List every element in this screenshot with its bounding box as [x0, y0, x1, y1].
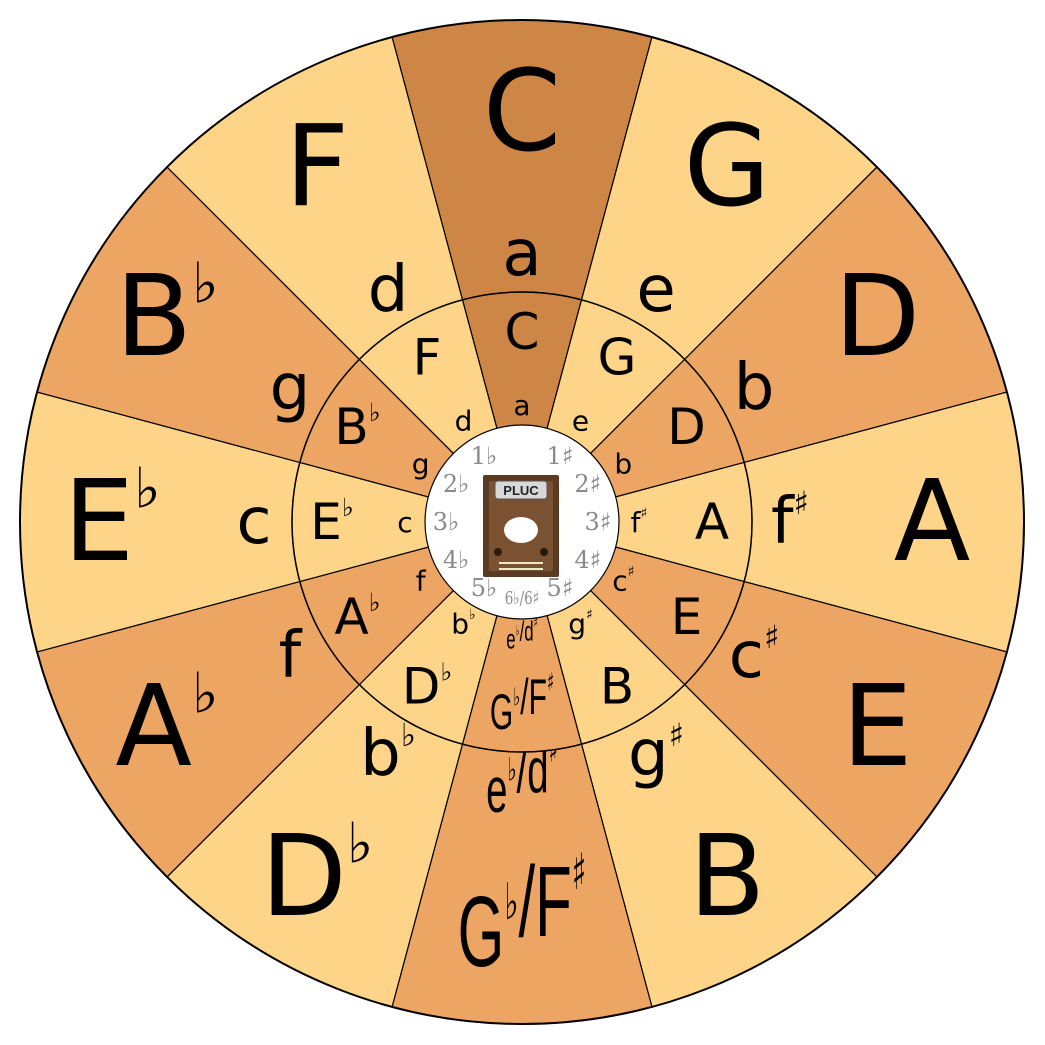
outer-major-a-flat: A♭ [115, 661, 218, 792]
middle-major-a: A [695, 493, 729, 551]
key-signature-3-sharp: 3♯ [585, 508, 612, 536]
inner-minor-d: d [455, 404, 473, 437]
middle-major-d-flat: D♭ [402, 657, 452, 716]
key-signature-labels: 1♯2♯ 3♯ 4♯5♯ 6♭/6♯ 5♭4♭ 3♭ 2♭1♭ [433, 442, 612, 609]
middle-border [291, 291, 753, 753]
outer-minor-a: a [502, 217, 541, 291]
inner-minor-f-sharp: f♯ [631, 506, 648, 539]
outer-minor-b: b [734, 351, 775, 425]
inner-minor-c: c [397, 506, 412, 539]
middle-ring [291, 291, 753, 753]
middle-major-d: D [667, 398, 706, 456]
middle-major-e-flat: E♭ [310, 493, 353, 552]
inner-minor-e-flat-d-sharp: e♭/d♯ [506, 614, 537, 655]
ukulele-headstock-icon: PLUC [483, 475, 559, 577]
key-signature-4-sharp: 4♯ [574, 546, 601, 574]
inner-minor-b-flat: b♭ [451, 607, 475, 640]
middle-major-e: E [671, 588, 703, 646]
outer-minor-c: c [236, 485, 271, 559]
key-signature-1-flat: 1♭ [471, 442, 498, 470]
key-signature-2-sharp: 2♯ [574, 470, 601, 498]
key-signature-5-sharp: 5♯ [547, 574, 574, 602]
middle-major-g: G [598, 328, 637, 386]
outer-minor-e: e [636, 253, 675, 327]
outer-major-b: B [689, 812, 766, 942]
inner-minor-c-sharp: c♯ [612, 564, 634, 597]
inner-minor-b: b [614, 447, 632, 480]
key-signature-3-flat: 3♭ [433, 508, 460, 536]
center-hub: 1♯2♯ 3♯ 4♯5♯ 6♭/6♯ 5♭4♭ 3♭ 2♭1♭ PLUC [424, 424, 620, 620]
outer-minor-c-sharp: c♯ [729, 618, 780, 693]
outer-major-f: F [285, 102, 349, 232]
outer-minor-d: d [368, 253, 409, 327]
key-signature-2-flat: 2♭ [443, 470, 470, 498]
logo-text: PLUC [503, 483, 539, 498]
outer-minor-f: f [279, 619, 303, 693]
outer-major-g-flat-f-sharp: G♭/F♯ [458, 843, 587, 988]
middle-major-b-flat: B♭ [334, 398, 380, 457]
key-signature-1-sharp: 1♯ [547, 442, 574, 470]
outer-minor-g-sharp: g♯ [628, 716, 684, 791]
inner-minor-g: g [412, 447, 430, 480]
middle-major-f: F [413, 328, 442, 386]
middle-major-b: B [600, 658, 634, 716]
outer-minor-b-flat: b♭ [360, 716, 416, 791]
outer-major-e: E [842, 662, 913, 792]
outer-border [19, 19, 1025, 1025]
outer-major-d-flat: D♭ [261, 811, 374, 942]
outer-major-c: C [483, 47, 561, 177]
middle-major-c: C [505, 303, 540, 361]
outer-major-g: G [684, 102, 771, 232]
outer-minor-f-sharp: f♯ [771, 484, 809, 559]
key-signature-6-flat-6-sharp: 6♭/6♯ [505, 587, 540, 608]
outer-major-e-flat: E♭ [63, 456, 160, 587]
inner-minor-a: a [513, 389, 530, 422]
outer-major-a: A [894, 457, 971, 587]
outer-major-b-flat: B♭ [115, 251, 218, 382]
inner-minor-f: f [416, 564, 427, 597]
outer-minor-g: g [270, 351, 311, 425]
middle-major-g-flat-f-sharp: G♭/F♯ [490, 667, 554, 739]
key-signature-4-flat: 4♭ [443, 546, 470, 574]
outer-major-d: D [834, 252, 920, 382]
inner-minor-g-sharp: g♯ [568, 607, 593, 640]
middle-major-a-flat: A♭ [334, 588, 380, 647]
inner-minor-e: e [572, 404, 589, 437]
key-signature-5-flat: 5♭ [471, 574, 498, 602]
